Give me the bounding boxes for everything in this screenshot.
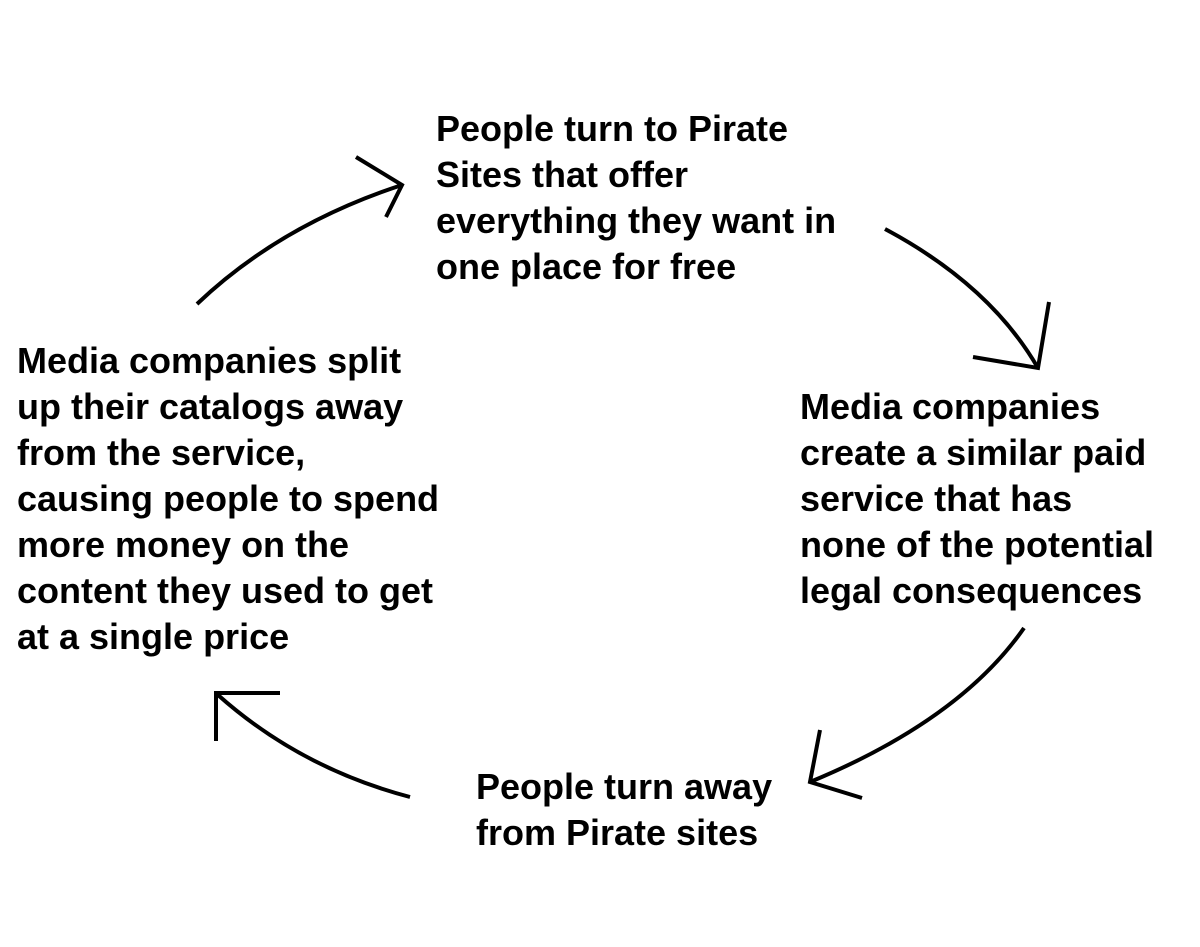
arrow-left-to-top [195, 155, 405, 306]
step-text-line: up their catalogs away [17, 386, 404, 427]
step-text-line: service that has [800, 478, 1073, 519]
step-text-line: causing people to spend [17, 478, 440, 519]
arrow-left-to-top-shaft [195, 183, 403, 306]
arrow-right-to-bottom-shaft [809, 626, 1026, 784]
step-text-line: from the service, [17, 432, 306, 473]
arrow-top-to-right-head [972, 301, 1051, 371]
arrow-right-to-bottom [807, 626, 1026, 800]
cycle-step-paid-service: Media companies create a similar paid se… [800, 384, 1154, 614]
arrow-left-to-top-head [354, 155, 405, 218]
arrow-top-to-right-shaft [884, 227, 1040, 370]
step-text-line: everything they want in [436, 200, 837, 241]
step-text-line: content they used to get [17, 570, 434, 611]
arrow-bottom-to-left-shaft [216, 693, 411, 799]
cycle-step-pirate-sites: People turn to Pirate Sites that offer e… [436, 106, 836, 290]
step-text-line: Media companies [800, 386, 1101, 427]
arrow-bottom-to-left-head [214, 691, 280, 741]
step-text-line: more money on the [17, 524, 350, 565]
step-text-line: from Pirate sites [476, 812, 759, 853]
arrow-top-to-right [884, 227, 1051, 371]
step-text-line: one place for free [436, 246, 737, 287]
step-text-line: create a similar paid [800, 432, 1147, 473]
step-text-line: People turn away [476, 766, 773, 807]
arrow-right-to-bottom-head [807, 729, 863, 800]
step-text-line: Media companies split [17, 340, 402, 381]
step-text-line: People turn to Pirate [436, 108, 789, 149]
cycle-step-turn-away: People turn away from Pirate sites [476, 764, 772, 856]
step-text-line: at a single price [17, 616, 290, 657]
arrow-bottom-to-left [214, 691, 411, 799]
step-text-line: Sites that offer [436, 154, 689, 195]
step-text-line: legal consequences [800, 570, 1143, 611]
step-text-line: none of the potential [800, 524, 1154, 565]
cycle-step-split-catalogs: Media companies split up their catalogs … [17, 338, 439, 660]
